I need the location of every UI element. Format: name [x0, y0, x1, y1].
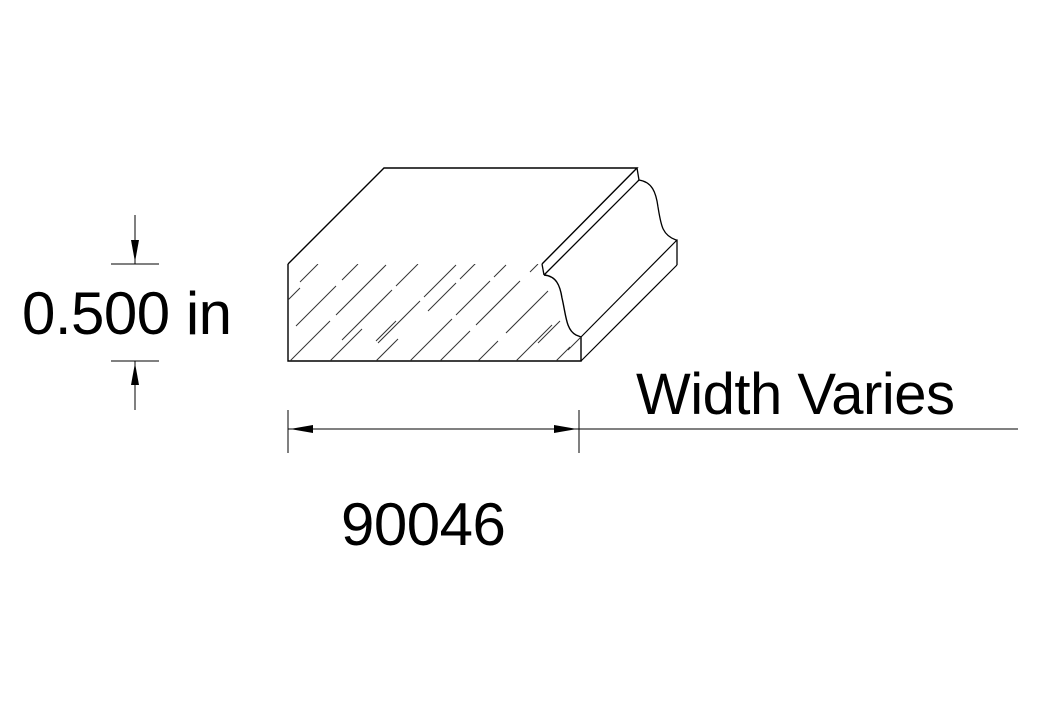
arrow-up-icon: [131, 363, 139, 385]
moulding-profile-edges: [580, 239, 678, 362]
part-number: 90046: [341, 491, 506, 558]
moulding-ogee-back: [638, 179, 678, 265]
width-dimension-label: Width Varies: [636, 362, 955, 427]
thickness-dimension-label: 0.500 in: [22, 280, 232, 347]
arrow-right-icon: [554, 425, 577, 433]
arrow-down-icon: [131, 240, 139, 262]
moulding-top-face: [287, 167, 639, 265]
arrow-left-icon: [290, 425, 313, 433]
section-hatch: [288, 264, 581, 361]
moulding-front-face: [287, 264, 582, 362]
thickness-dimension: [111, 215, 159, 410]
moulding-profile-ledge: [541, 167, 640, 276]
width-dimension: [287, 410, 1018, 453]
